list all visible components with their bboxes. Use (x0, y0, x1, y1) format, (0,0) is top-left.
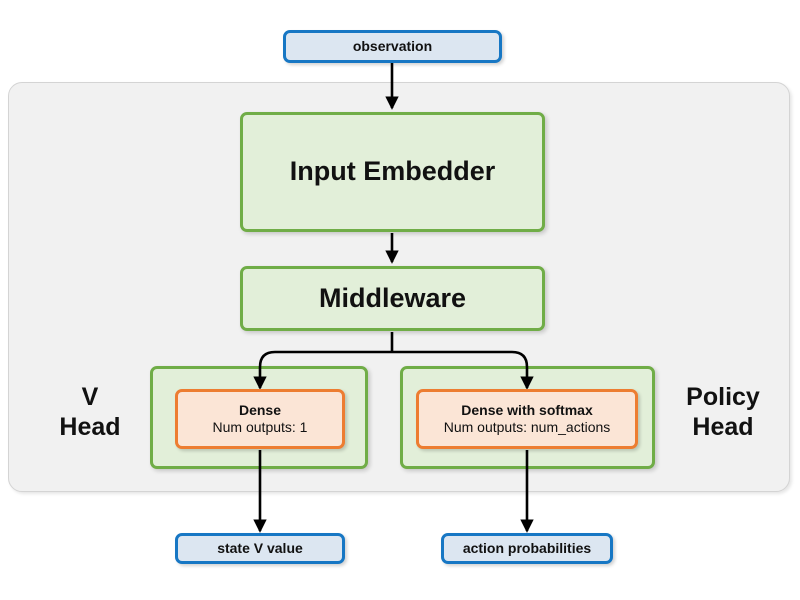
observation-node: observation (283, 30, 502, 63)
state-v-value-label: state V value (217, 539, 303, 556)
v-head-label: V Head (40, 383, 140, 442)
v-head-label-line1: V (81, 383, 99, 411)
middleware-label: Middleware (318, 282, 467, 313)
v-head-label-line2: Head (59, 412, 121, 441)
action-probabilities-node: action probabilities (441, 533, 613, 564)
dense-v-title: Dense (238, 401, 282, 418)
input-embedder-label: Input Embedder (289, 156, 496, 187)
dense-policy-subtitle: Num outputs: num_actions (443, 419, 611, 435)
dense-v-subtitle: Num outputs: 1 (212, 419, 308, 435)
middleware-node: Middleware (240, 266, 545, 331)
observation-label: observation (352, 37, 433, 54)
dense-policy-title: Dense with softmax (461, 401, 593, 418)
dense-policy-node: Dense with softmax Num outputs: num_acti… (416, 389, 638, 449)
dense-v-node: Dense Num outputs: 1 (175, 389, 345, 449)
policy-head-label-line1: Policy (686, 383, 760, 411)
policy-head-label-line2: Head (692, 412, 754, 441)
policy-head-label: Policy Head (663, 383, 783, 442)
action-probabilities-label: action probabilities (462, 539, 592, 556)
input-embedder-node: Input Embedder (240, 112, 545, 232)
state-v-value-node: state V value (175, 533, 345, 564)
